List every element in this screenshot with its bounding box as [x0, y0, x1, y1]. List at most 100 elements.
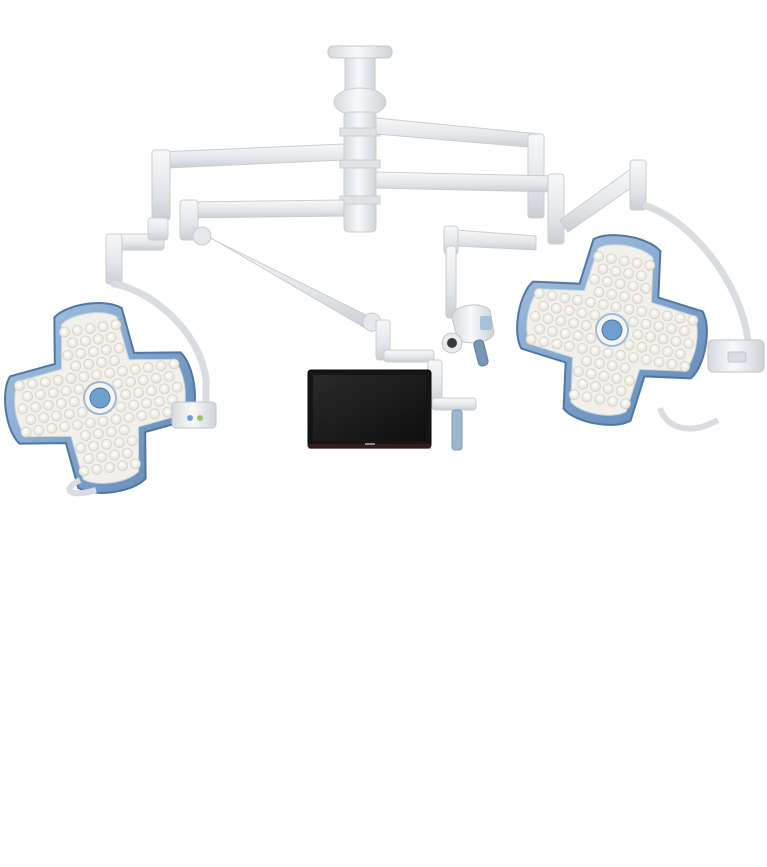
led-lens: [141, 397, 153, 409]
led-lens: [546, 290, 558, 302]
led-lens: [126, 435, 138, 447]
led-lens: [572, 330, 584, 342]
led-lens: [585, 332, 597, 344]
led-lens: [640, 354, 652, 366]
led-lens: [113, 342, 125, 354]
led-lens: [43, 399, 54, 411]
led-lens: [614, 278, 626, 290]
left-surgical-light-head: [4, 302, 196, 494]
led-lens: [122, 447, 133, 459]
led-lens: [20, 426, 32, 438]
led-lens: [589, 273, 600, 285]
led-lens: [640, 283, 652, 294]
led-lens: [525, 334, 537, 345]
led-lens: [618, 255, 630, 267]
led-lens: [645, 331, 656, 343]
led-lens: [59, 326, 70, 338]
led-lens: [572, 294, 584, 306]
led-lens: [150, 372, 162, 384]
led-lens: [76, 406, 88, 418]
led-lens: [598, 370, 610, 382]
led-lens: [605, 253, 617, 265]
led-lens: [33, 424, 45, 436]
led-lens: [611, 372, 623, 384]
led-lens: [64, 408, 75, 420]
led-lens: [118, 424, 130, 436]
led-lens: [75, 442, 87, 454]
led-lens: [657, 333, 669, 345]
led-lens: [585, 368, 597, 380]
led-lens: [120, 388, 132, 400]
led-lens: [65, 373, 77, 384]
led-lens: [117, 365, 128, 377]
led-lens: [60, 385, 72, 397]
led-lens: [155, 360, 167, 372]
led-lens: [128, 399, 140, 411]
led-lens: [71, 324, 83, 336]
led-lens: [559, 328, 571, 340]
flat-panel-monitor: [307, 369, 432, 449]
led-lens: [555, 315, 567, 327]
led-lens: [564, 340, 575, 352]
led-lens: [96, 356, 107, 368]
led-lens: [39, 376, 51, 388]
left-control-handle: [66, 401, 217, 497]
led-lens: [653, 356, 665, 368]
led-lens: [602, 347, 614, 359]
led-lens: [133, 387, 145, 398]
led-lens: [92, 333, 104, 345]
led-lens: [168, 358, 180, 370]
led-lens: [149, 408, 161, 420]
led-lens: [105, 331, 117, 343]
led-lens: [683, 338, 695, 349]
led-lens: [594, 358, 605, 369]
led-lens: [635, 270, 647, 282]
led-lens: [563, 305, 575, 316]
led-lens: [593, 250, 604, 262]
led-lens: [610, 301, 622, 313]
led-lens: [80, 335, 91, 347]
central-column: [339, 111, 381, 233]
led-lens: [117, 460, 129, 472]
led-lens: [601, 276, 613, 288]
led-lens: [589, 345, 601, 357]
led-lens: [631, 257, 643, 269]
led-lens: [670, 335, 682, 347]
led-lens: [83, 358, 95, 370]
led-lens: [533, 288, 545, 299]
led-lens: [109, 449, 120, 461]
led-lens: [679, 325, 690, 337]
led-lens: [125, 376, 136, 388]
led-lens: [38, 412, 50, 424]
led-lens: [529, 311, 541, 322]
led-lens: [75, 348, 87, 359]
led-lens: [78, 465, 90, 477]
led-lens: [68, 396, 80, 408]
led-lens: [580, 320, 592, 331]
led-lens: [632, 329, 644, 340]
led-lens: [52, 374, 64, 386]
led-lens: [91, 369, 103, 381]
led-lens: [73, 383, 85, 395]
led-lens: [158, 383, 170, 395]
led-lens: [97, 321, 109, 333]
led-lens: [610, 265, 622, 277]
led-lens: [631, 293, 643, 305]
led-lens: [59, 421, 71, 433]
led-lens: [666, 323, 678, 335]
led-lens: [17, 403, 29, 415]
led-lens: [96, 451, 108, 463]
led-lens: [576, 307, 588, 319]
led-lens: [679, 361, 691, 372]
led-lens: [88, 440, 100, 452]
led-lens: [104, 462, 116, 473]
led-lens: [559, 292, 571, 304]
led-lens: [687, 315, 699, 326]
led-lens: [572, 366, 584, 377]
led-lens: [154, 396, 165, 407]
led-lens: [606, 360, 618, 372]
led-lens: [619, 362, 631, 374]
led-lens: [46, 423, 58, 434]
led-lens: [146, 385, 157, 397]
led-lens: [623, 268, 634, 279]
